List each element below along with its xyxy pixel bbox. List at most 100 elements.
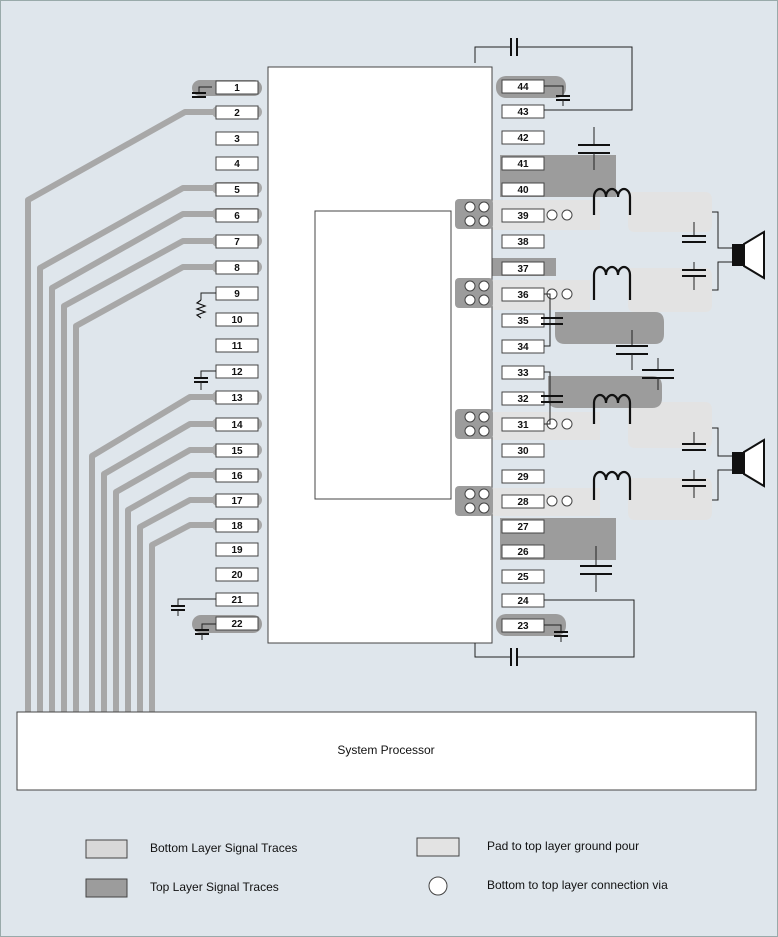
via-icon: [464, 294, 476, 306]
pin-label: 22: [231, 619, 243, 630]
pin-label: 44: [517, 82, 529, 93]
pin-18: 18: [215, 518, 259, 533]
pin-6: 6: [215, 208, 259, 223]
pin-label: 34: [517, 342, 529, 353]
pin-44: 44: [501, 79, 545, 94]
ground-pour-region: [628, 192, 712, 232]
pin-25: 25: [501, 569, 545, 584]
via-icon: [478, 280, 490, 292]
pin-34: 34: [501, 339, 545, 354]
pin-19: 19: [215, 542, 259, 557]
pin-28: 28: [501, 494, 545, 509]
legend-swatch-bottom-layer: [85, 839, 128, 859]
pin-label: 35: [517, 316, 529, 327]
pin-3: 3: [215, 131, 259, 146]
via-icon: [478, 411, 490, 423]
pin-12: 12: [215, 364, 259, 379]
pin-label: 1: [234, 83, 240, 94]
pin-label: 20: [231, 570, 243, 581]
via-icon: [561, 495, 573, 507]
wire: [198, 86, 212, 93]
pin-label: 5: [234, 185, 240, 196]
pin-label: 23: [517, 621, 529, 632]
pin-label: 29: [517, 472, 529, 483]
via-icon: [561, 288, 573, 300]
ic-thermal-pad: [314, 210, 452, 500]
inductor-icon: [592, 265, 632, 300]
pin-37: 37: [501, 261, 545, 276]
pin-4: 4: [215, 156, 259, 171]
processor-label: System Processor: [337, 743, 434, 757]
pin-label: 30: [517, 446, 529, 457]
legend-label-bottom-layer: Bottom Layer Signal Traces: [150, 841, 297, 855]
via-icon: [561, 418, 573, 430]
pin-38: 38: [501, 234, 545, 249]
via-icon: [478, 294, 490, 306]
pin-30: 30: [501, 443, 545, 458]
legend-swatch-top-layer: [85, 878, 128, 898]
left-components: [171, 85, 570, 642]
via-icon: [464, 488, 476, 500]
ground-pour-region: [628, 478, 712, 520]
pin-8: 8: [215, 260, 259, 275]
via-icon: [464, 425, 476, 437]
pin-label: 42: [517, 133, 529, 144]
via-icon: [464, 280, 476, 292]
output-wiring: [474, 38, 765, 666]
inductor-icon: [592, 393, 632, 424]
pin-16: 16: [215, 468, 259, 483]
pin-label: 38: [517, 237, 529, 248]
pin-33: 33: [501, 365, 545, 380]
via-icon: [464, 502, 476, 514]
pin-39: 39: [501, 208, 545, 223]
pin-label: 26: [517, 547, 529, 558]
via-icon: [464, 411, 476, 423]
via-icon: [478, 425, 490, 437]
pin-32: 32: [501, 391, 545, 406]
pin-42: 42: [501, 130, 545, 145]
pin-label: 31: [517, 420, 529, 431]
via-icon: [478, 502, 490, 514]
pin-22: 22: [215, 616, 259, 631]
wire: [544, 624, 562, 632]
pin-23: 23: [501, 618, 545, 633]
via-icon: [561, 209, 573, 221]
pin-label: 3: [234, 134, 240, 145]
pin-label: 41: [517, 159, 529, 170]
pin-label: 33: [517, 368, 529, 379]
pin-35: 35: [501, 313, 545, 328]
pin-label: 28: [517, 497, 529, 508]
pin-1: 1: [215, 80, 259, 95]
pin-label: 32: [517, 394, 529, 405]
pin-label: 7: [234, 237, 240, 248]
pin-label: 6: [234, 211, 240, 222]
pin-label: 11: [232, 341, 243, 352]
legend-swatch-ground-pour: [416, 837, 460, 857]
pin-label: 8: [234, 263, 240, 274]
wire: [544, 371, 551, 425]
pin-15: 15: [215, 443, 259, 458]
pin-20: 20: [215, 567, 259, 582]
pin-label: 25: [517, 572, 529, 583]
pin-31: 31: [501, 417, 545, 432]
pin-7: 7: [215, 234, 259, 249]
wire: [474, 46, 633, 111]
pin-40: 40: [501, 182, 545, 197]
pin-label: 27: [517, 522, 529, 533]
pin-29: 29: [501, 469, 545, 484]
wire: [177, 598, 216, 606]
pin-5: 5: [215, 182, 259, 197]
wire: [712, 261, 732, 291]
via-icon: [478, 215, 490, 227]
pin-26: 26: [501, 544, 545, 559]
wire: [201, 623, 216, 630]
pin-41: 41: [501, 156, 545, 171]
pin-21: 21: [215, 592, 259, 607]
pin-9: 9: [215, 286, 259, 301]
legend: Bottom Layer Signal Traces Top Layer Sig…: [85, 837, 668, 898]
top-layer-trace: [548, 376, 662, 408]
pin-17: 17: [215, 493, 259, 508]
